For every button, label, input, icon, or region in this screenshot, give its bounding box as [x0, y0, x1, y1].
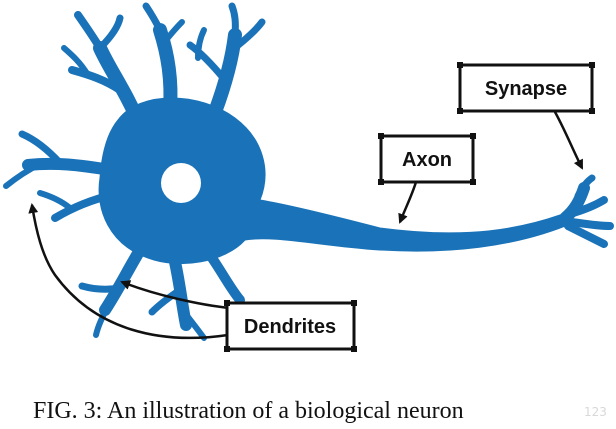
synapse-label-text: Synapse — [485, 78, 567, 100]
axon-terminal — [559, 174, 614, 248]
watermark: 123 — [584, 405, 607, 419]
dendrites-label-text: Dendrites — [244, 316, 336, 338]
dendrites-arrow-lower — [28, 203, 229, 340]
neuron-illustration — [3, 2, 614, 341]
dendrites-label: Dendrites — [224, 300, 357, 352]
axon-label-text: Axon — [402, 149, 452, 171]
axon-arrow — [398, 181, 418, 224]
dendrites-arrow-upper — [120, 280, 231, 310]
synapse-arrow — [553, 111, 584, 170]
axon-label: Axon — [378, 133, 476, 185]
figure-caption: FIG. 3: An illustration of a biological … — [33, 398, 464, 424]
synapse-label: Synapse — [457, 62, 595, 114]
nucleus — [161, 163, 201, 203]
dendrites — [3, 2, 266, 341]
